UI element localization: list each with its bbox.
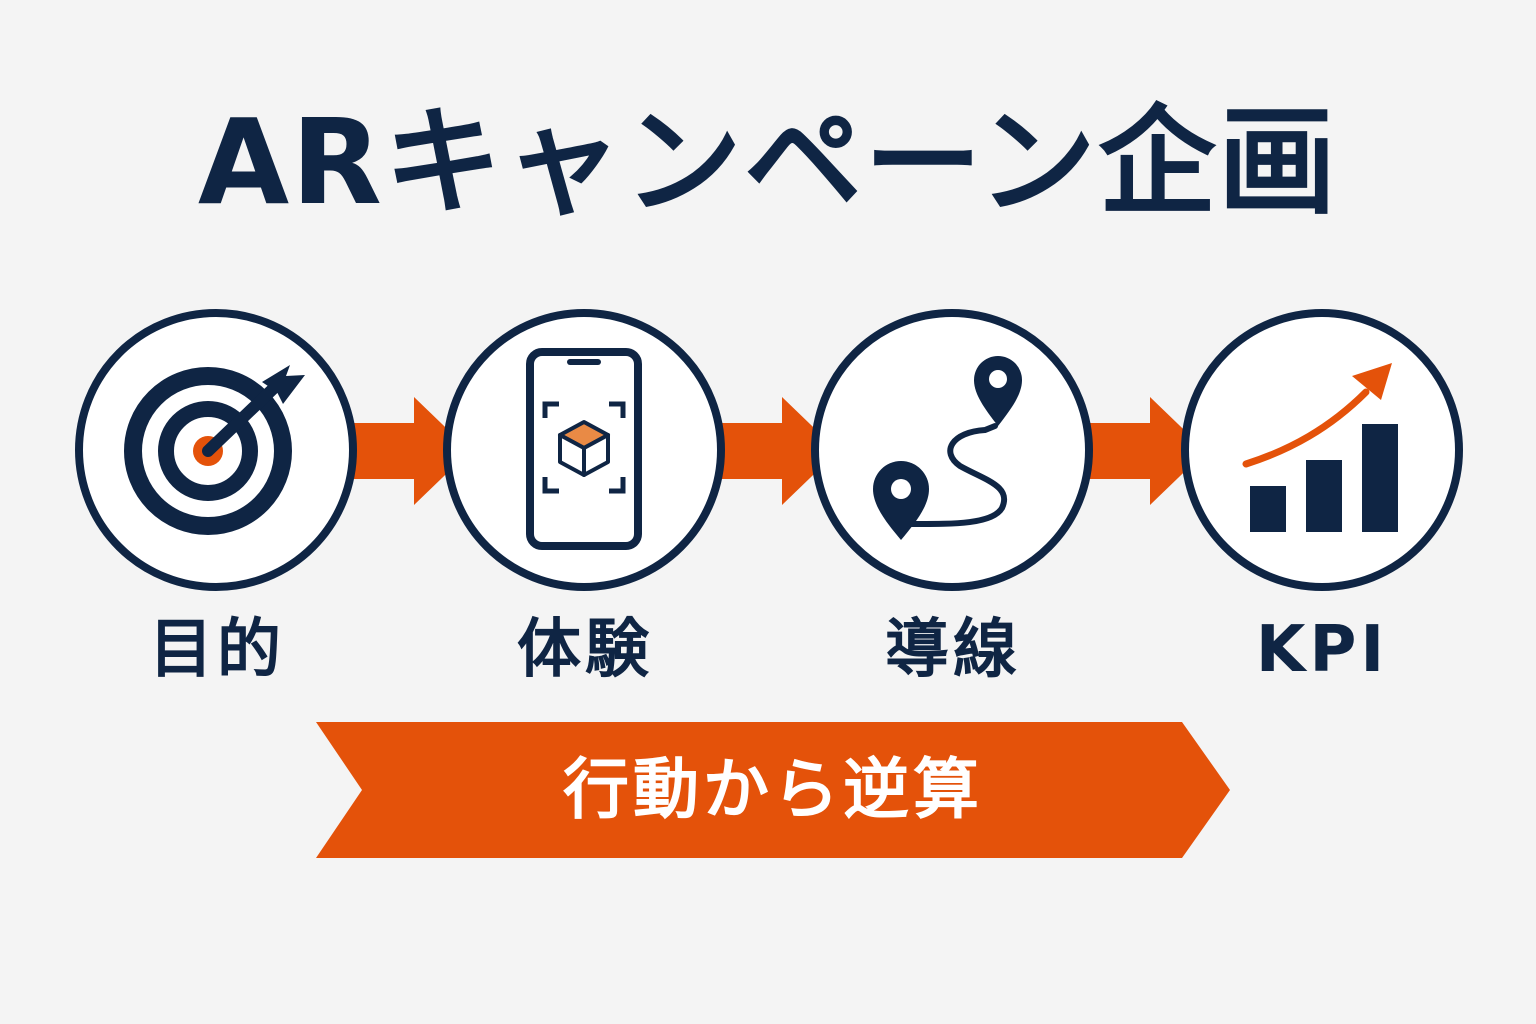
step-label-purpose: 目的: [149, 613, 285, 687]
connector-arrow-2: [718, 397, 838, 505]
page-title: ARキャンペーン企画: [197, 93, 1339, 231]
banner: 行動から逆算: [316, 722, 1230, 858]
step-label-flow: 導線: [885, 613, 1021, 687]
step-label-experience: 体験: [517, 613, 653, 687]
connector-arrow-1: [350, 397, 470, 505]
banner-text: 行動から逆算: [563, 751, 983, 828]
connector-arrow-3: [1086, 397, 1206, 505]
growth-bar-chart-icon: [1242, 363, 1398, 532]
step-circle-4: [1181, 309, 1463, 591]
banner-shape: [316, 722, 1230, 858]
target-icon: [124, 365, 305, 535]
smartphone-ar-cube-icon: [526, 348, 642, 550]
route-map-pins-icon: [873, 356, 1022, 540]
step-label-kpi: KPI: [1255, 613, 1389, 687]
